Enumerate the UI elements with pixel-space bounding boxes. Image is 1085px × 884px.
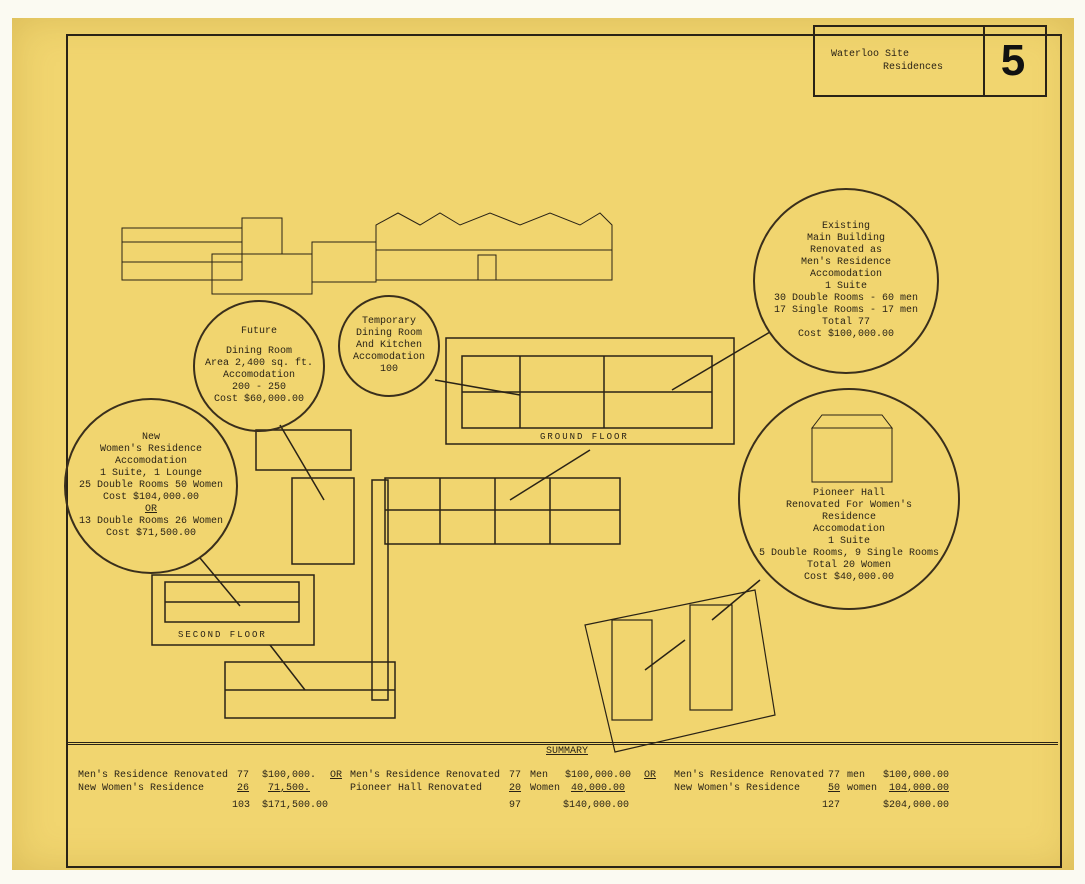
summary-title: SUMMARY [546,746,589,757]
summary-or: OR [644,770,657,781]
callout-line: 25 Double Rooms 50 Women [78,480,224,491]
callout-line: 30 Double Rooms - 60 men [773,293,919,304]
callout-line: 1 Suite, 1 Lounge [99,468,203,479]
title-block: Waterloo Site Residences [813,25,985,97]
summary-cost: $100,000. [262,770,317,781]
callout-or: OR [144,504,157,515]
callout-line: Cost $104,000.00 [102,492,199,503]
callout-line: Renovated For Women's [785,500,913,511]
ground-floor-plan [445,337,735,445]
callout-line: Residence [821,512,876,523]
callout-existing-main-building: Existing Main Building Renovated as Men'… [753,188,939,374]
summary-total-cost: $140,000.00 [563,800,630,811]
callout-line: Renovated as [809,245,882,256]
callout-line: And Kitchen [355,340,422,351]
summary-item: New Women's Residence [78,783,205,794]
summary-unit: Women [530,783,561,794]
summary-cost: $100,000.00 [565,770,632,781]
callout-line: Total 20 Women [806,560,891,571]
callout-temporary-dining-room: Temporary Dining Room And Kitchen Accomo… [338,295,440,397]
callout-line: Existing [821,221,870,232]
callout-line: Accomodation [222,370,295,381]
callout-line: Dining Room [355,328,422,339]
callout-line: Accomodation [352,352,425,363]
leader-lines [199,331,771,691]
callout-line: 100 [379,364,398,375]
second-floor-label: SECOND FLOOR [178,630,267,640]
callout-line: 1 Suite [827,536,870,547]
callout-line: Total 77 [821,317,870,328]
callout-line: Pioneer Hall [812,488,885,499]
second-floor-plan [151,574,315,646]
building-elevation-sketch [121,212,613,295]
summary-item: Men's Residence Renovated [674,770,825,781]
summary-unit: Men [530,770,549,781]
callout-line: Cost $40,000.00 [803,572,894,583]
callout-line: Dining Room [225,346,292,357]
callout-line: Temporary [361,316,416,327]
title-line-1: Waterloo Site [831,49,910,60]
callout-new-womens-residence: New Women's Residence Accomodation 1 Sui… [64,398,238,574]
callout-line: 200 - 250 [231,382,286,393]
callout-line: Cost $60,000.00 [213,394,304,405]
summary-count: 26 [237,783,250,794]
callout-line: Men's Residence [800,257,891,268]
summary-cost: 40,000.00 [571,783,626,794]
sheet-number: 5 [981,25,1047,97]
callout-line: Cost $71,500.00 [105,528,196,539]
main-building-plan [224,429,621,719]
summary-total-count: 97 [509,800,522,811]
summary-item: Men's Residence Renovated [78,770,229,781]
drawing-border [66,34,1062,868]
summary-cost: 71,500. [268,783,311,794]
summary-total-count: 127 [822,800,841,811]
callout-line: 1 Suite [824,281,867,292]
summary-total-cost: $204,000.00 [883,800,950,811]
callout-pioneer-hall: Pioneer Hall Renovated For Women's Resid… [738,388,960,610]
summary-cost: $100,000.00 [883,770,950,781]
summary-item: New Women's Residence [674,783,801,794]
summary-unit: men [847,770,866,781]
summary-item: Men's Residence Renovated [350,770,501,781]
callout-future-dining-room: Future Dining Room Area 2,400 sq. ft. Ac… [193,300,325,432]
callout-line: Accomodation [812,524,885,535]
summary-divider [66,742,1058,745]
summary-count: 77 [509,770,522,781]
callout-line: 17 Single Rooms - 17 men [773,305,919,316]
callout-line: Women's Residence [99,444,203,455]
summary-count: 77 [237,770,250,781]
ground-floor-label: GROUND FLOOR [540,432,629,442]
summary-count: 20 [509,783,522,794]
summary-count: 77 [828,770,841,781]
summary-total-cost: $171,500.00 [262,800,329,811]
summary-cost: 104,000.00 [889,783,950,794]
callout-line: New [141,432,160,443]
callout-line: Main Building [806,233,885,244]
summary-total-count: 103 [232,800,251,811]
callout-line: Future [240,326,277,337]
callout-line: Accomodation [114,456,187,467]
callout-line: Cost $100,000.00 [797,329,894,340]
title-line-2: Residences [883,62,944,73]
summary-count: 50 [828,783,841,794]
summary-unit: women [847,783,878,794]
callout-line: Accomodation [809,269,882,280]
callout-line: 13 Double Rooms 26 Women [78,516,224,527]
summary-or: OR [330,770,343,781]
callout-line: Area 2,400 sq. ft. [204,358,314,369]
callout-line: 5 Double Rooms, 9 Single Rooms [758,548,940,559]
summary-item: Pioneer Hall Renovated [350,783,483,794]
pioneer-hall-plans [584,589,776,753]
